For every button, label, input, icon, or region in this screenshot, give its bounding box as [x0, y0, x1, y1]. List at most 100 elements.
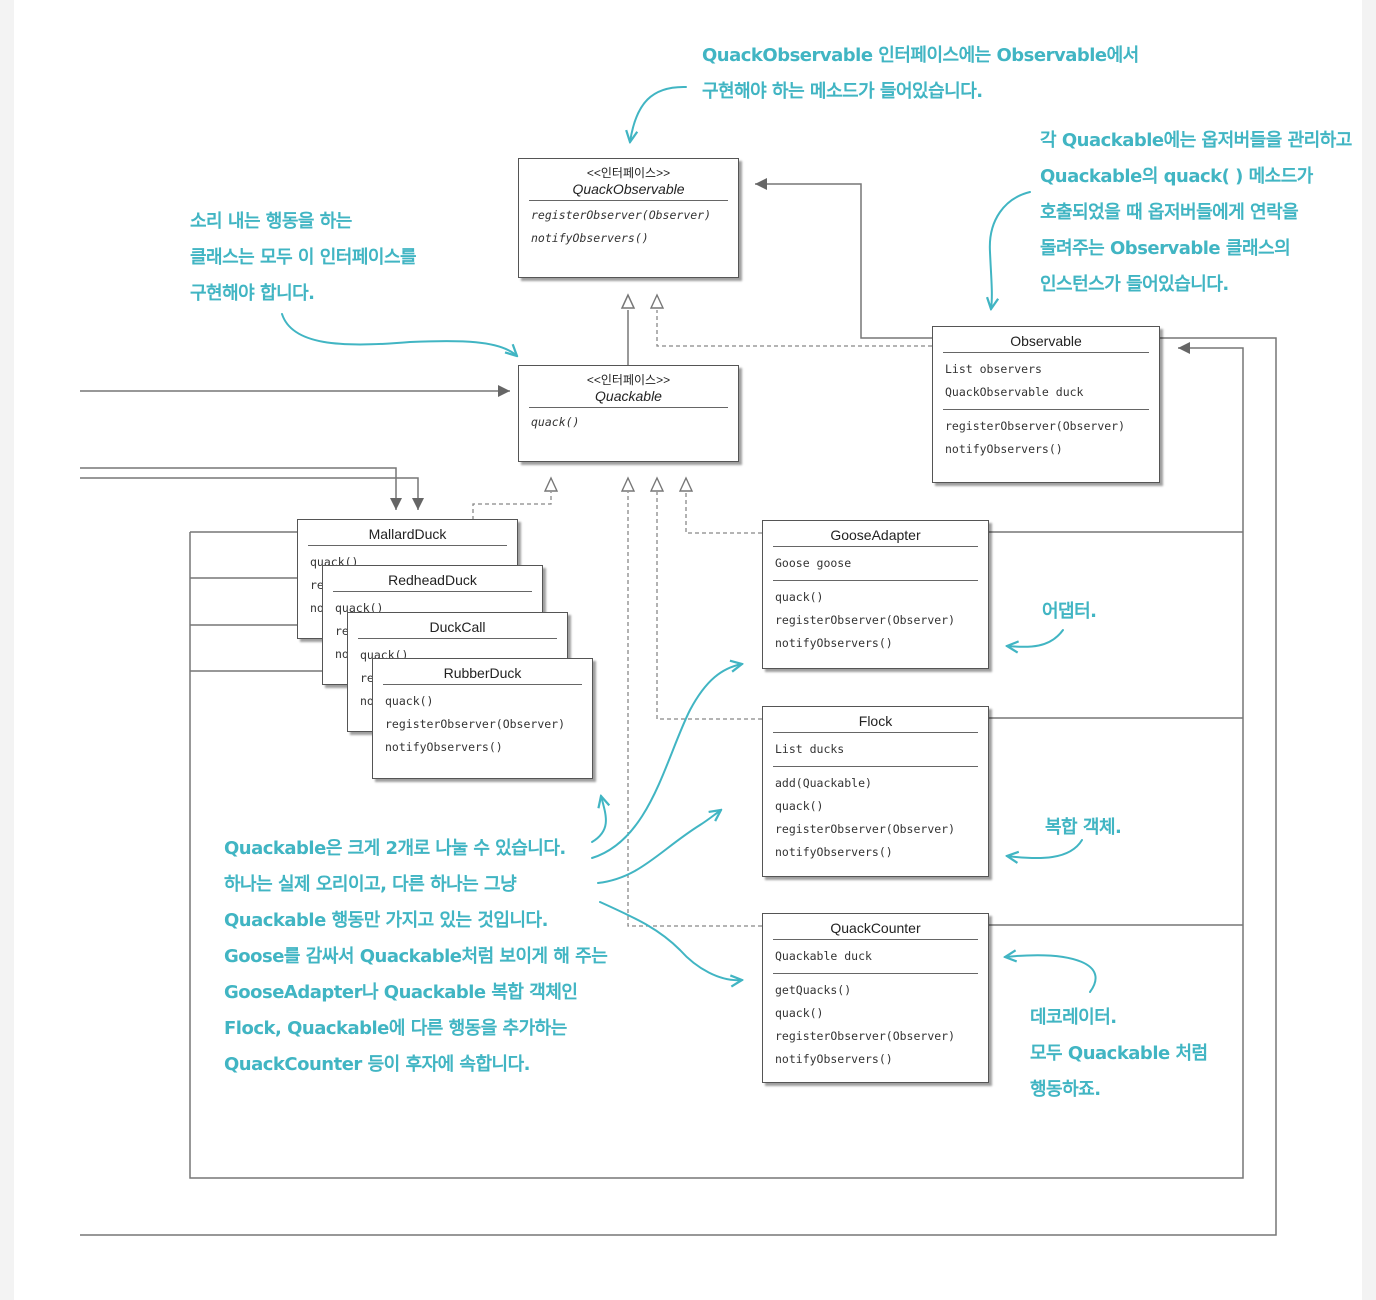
class-name: Observable: [1010, 333, 1082, 349]
method-row: quack(): [775, 1006, 824, 1020]
left-to-ducks-line-1: [80, 467, 402, 510]
note-adapter: 어댑터.: [1042, 594, 1097, 630]
method-row: notifyObservers(): [385, 740, 503, 754]
note-observable: 각 Quackable에는 옵저버들을 관리하고 Quackable의 quac…: [1040, 123, 1352, 303]
note-arrow-observable: [990, 191, 1031, 309]
note-line: 호출되었을 때 옵저버들에게 연락을: [1040, 202, 1299, 223]
quackable-interface-box: <<인터페이스>> Quackable quack(): [518, 365, 739, 462]
class-name: Quackable: [595, 388, 662, 404]
note-line: 모두 Quackable 처럼: [1030, 1043, 1208, 1064]
note-line: 구현해야 하는 메소드가 들어있습니다.: [702, 81, 983, 102]
stereotype-label: <<인터페이스>>: [586, 166, 671, 180]
method-row: registerObserver(Observer): [531, 208, 712, 222]
field-row: Goose goose: [775, 556, 852, 570]
observable-implements-line: [656, 310, 932, 347]
class-name: GooseAdapter: [830, 527, 921, 543]
note-composite: 복합 객체.: [1045, 810, 1122, 846]
summary-arrow-gooseadapter: [591, 664, 742, 859]
summary-arrow-ducks: [591, 796, 606, 843]
method-row: registerObserver(Observer): [775, 822, 956, 836]
note-line: 하나는 실제 오리이고, 다른 하나는 그냥: [224, 874, 517, 895]
gooseadapter-class-box: GooseAdapter Goose goose quack() registe…: [762, 520, 989, 669]
note-line: 소리 내는 행동을 하는: [190, 211, 352, 232]
note-line: 어댑터.: [1042, 601, 1097, 622]
method-row: no: [310, 601, 324, 615]
class-name: QuackCounter: [830, 920, 921, 936]
stereotype-label: <<인터페이스>>: [586, 373, 671, 387]
summary-arrow-quackcounter: [599, 901, 742, 980]
method-row: re: [360, 671, 374, 685]
note-line: 행동하죠.: [1030, 1079, 1101, 1100]
method-row: notifyObservers(): [775, 1052, 893, 1066]
summary-arrow-flock: [597, 810, 721, 884]
observable-class-box: Observable List observers QuackObservabl…: [932, 326, 1160, 483]
flock-class-box: Flock List ducks add(Quackable) quack() …: [762, 706, 989, 877]
note-line: QuackCounter 등이 후자에 속합니다.: [224, 1054, 530, 1075]
quackcounter-class-box: QuackCounter Quackable duck getQuacks() …: [762, 913, 989, 1083]
quackcounter-implements-line: [627, 492, 762, 927]
class-name: DuckCall: [429, 619, 486, 635]
field-row: List observers: [945, 362, 1042, 376]
note-quackobservable: QuackObservable 인터페이스에는 Observable에서 구현해…: [702, 38, 1139, 110]
method-row: notifyObservers(): [945, 442, 1063, 456]
class-name: QuackObservable: [572, 181, 685, 197]
note-line: 돌려주는 Observable 클래스의: [1040, 238, 1291, 259]
method-row: notifyObservers(): [775, 845, 893, 859]
ducks-implement-line: [472, 492, 552, 520]
note-line: Flock, Quackable에 다른 행동을 추가하는: [224, 1018, 567, 1039]
field-row: QuackObservable duck: [945, 385, 1084, 399]
method-row: notifyObservers(): [531, 231, 649, 245]
method-row: getQuacks(): [775, 983, 852, 997]
note-arrow-quackable: [281, 313, 517, 356]
observable-inner-frame: [189, 342, 1244, 1179]
class-name: RedheadDuck: [388, 572, 477, 588]
method-row: quack(): [775, 590, 824, 604]
note-arrow-quackobservable: [630, 85, 687, 142]
rubberduck-class-box: RubberDuck quack() registerObserver(Obse…: [372, 658, 593, 779]
class-name: RubberDuck: [443, 665, 522, 681]
method-row: registerObserver(Observer): [775, 1029, 956, 1043]
left-to-ducks-line-2: [80, 477, 424, 510]
method-row: quack(): [335, 601, 384, 615]
note-line: 인스턴스가 들어있습니다.: [1040, 274, 1229, 295]
method-row: registerObserver(Observer): [945, 419, 1126, 433]
method-row: notifyObservers(): [775, 636, 893, 650]
note-line: Quackable의 quack( ) 메소드가: [1040, 166, 1313, 187]
note-line: Quackable 행동만 가지고 있는 것입니다.: [224, 910, 548, 931]
method-row: add(Quackable): [775, 776, 872, 790]
class-name: MallardDuck: [368, 526, 447, 542]
note-line: Quackable은 크게 2개로 나눌 수 있습니다.: [224, 838, 566, 859]
method-row: registerObserver(Observer): [775, 613, 956, 627]
note-line: GooseAdapter나 Quackable 복합 객체인: [224, 982, 578, 1003]
method-row: quack(): [531, 415, 580, 429]
note-line: 구현해야 합니다.: [190, 283, 315, 304]
gooseadapter-implements-line: [685, 492, 762, 534]
note-line: 클래스는 모두 이 인터페이스를: [190, 247, 417, 268]
note-line: 각 Quackable에는 옵저버들을 관리하고: [1040, 130, 1352, 151]
note-arrow-adapter: [1007, 629, 1064, 647]
note-line: 복합 객체.: [1045, 817, 1122, 838]
quackobservable-interface-box: <<인터페이스>> QuackObservable registerObserv…: [518, 158, 739, 278]
method-row: no: [335, 647, 349, 661]
note-line: 데코레이터.: [1030, 1007, 1117, 1028]
method-row: quack(): [775, 799, 824, 813]
method-row: quack(): [385, 694, 434, 708]
note-quackable: 소리 내는 행동을 하는 클래스는 모두 이 인터페이스를 구현해야 합니다.: [190, 204, 417, 312]
note-summary: Quackable은 크게 2개로 나눌 수 있습니다. 하나는 실제 오리이고…: [224, 831, 608, 1083]
class-name: Flock: [858, 713, 893, 729]
note-arrow-decorator: [1005, 955, 1097, 993]
method-row: registerObserver(Observer): [385, 717, 566, 731]
note-line: Goose를 감싸서 Quackable처럼 보이게 해 주는: [224, 946, 608, 967]
note-decorator: 데코레이터. 모두 Quackable 처럼 행동하죠.: [1030, 1000, 1208, 1108]
method-row: re: [335, 624, 349, 638]
note-arrow-composite: [1007, 839, 1083, 858]
field-row: Quackable duck: [775, 949, 872, 963]
method-row: re: [310, 578, 324, 592]
observable-outer-line: [80, 337, 1277, 1236]
field-row: List ducks: [775, 742, 845, 756]
note-line: QuackObservable 인터페이스에는 Observable에서: [702, 45, 1139, 66]
observable-to-quackobservable-line: [755, 178, 932, 339]
flock-implements-line: [656, 492, 762, 720]
method-row: no: [360, 694, 374, 708]
